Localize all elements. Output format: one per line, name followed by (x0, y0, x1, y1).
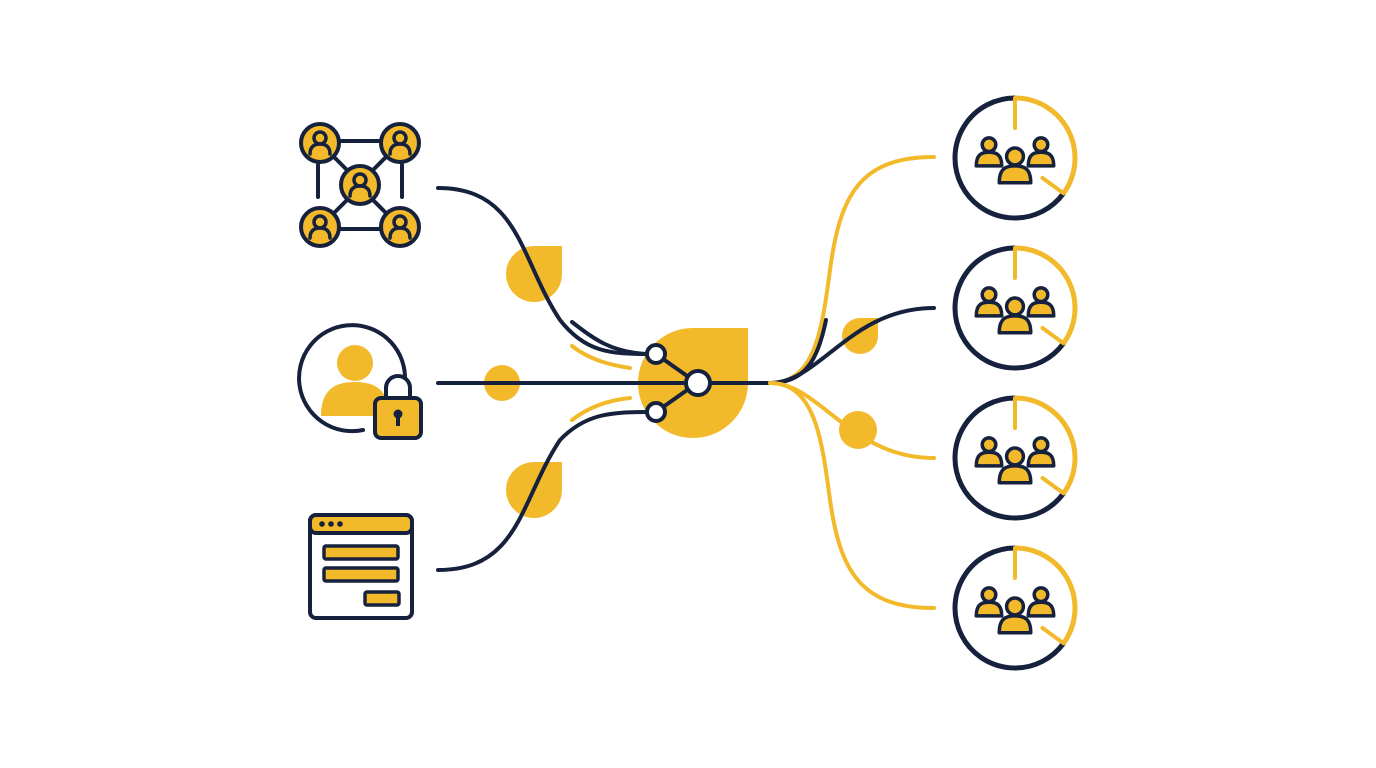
flow-out-segment-1 (768, 155, 936, 385)
flow-navy-upper-tail (570, 320, 648, 356)
flow-network-accent (570, 344, 632, 370)
segment-ring-remainder (952, 545, 1066, 671)
segment-3 (952, 395, 1078, 521)
flow-web-form-accent (570, 396, 632, 422)
source-network (299, 122, 421, 248)
segment-ring-share (1014, 395, 1078, 495)
person-node-icon (299, 122, 341, 164)
segment-ring-remainder (952, 95, 1066, 221)
person-node-icon (299, 206, 341, 248)
flow-web-form (436, 410, 650, 572)
flow-out-segment-2-alt (768, 318, 828, 385)
segment-1 (952, 95, 1078, 221)
user-group-icon (974, 436, 1056, 485)
segment-divider-share (1040, 625, 1066, 646)
people-network-icon (299, 122, 421, 248)
user-group-icon (974, 286, 1056, 335)
segment-2 (952, 245, 1078, 371)
segment-divider-share (1040, 475, 1066, 496)
hub-node-top (645, 343, 667, 365)
person-node-icon (339, 164, 381, 206)
user-group-icon (974, 136, 1056, 185)
segment-4 (952, 545, 1078, 671)
segment-ring-share (1014, 245, 1078, 345)
browser-form-icon (308, 513, 414, 620)
user-group-icon (974, 586, 1056, 635)
merge-hub-icon (684, 369, 712, 397)
segment-divider-share (1040, 175, 1066, 196)
segment-ring-remainder (952, 245, 1066, 371)
flow-network (436, 186, 650, 356)
output-flows (708, 155, 936, 610)
hub-node-bottom (645, 401, 667, 423)
user-lock-icon (297, 323, 423, 440)
source-web-form (308, 513, 414, 620)
flow-out-segment-4 (768, 381, 936, 610)
segment-divider-share (1040, 325, 1066, 346)
segment-ring-share (1014, 95, 1078, 195)
source-secure-user (297, 323, 423, 440)
input-flows (436, 186, 690, 572)
person-node-icon (379, 122, 421, 164)
segment-ring-remainder (952, 395, 1066, 521)
segment-ring-share (1014, 545, 1078, 645)
segments (952, 95, 1078, 671)
person-node-icon (379, 206, 421, 248)
